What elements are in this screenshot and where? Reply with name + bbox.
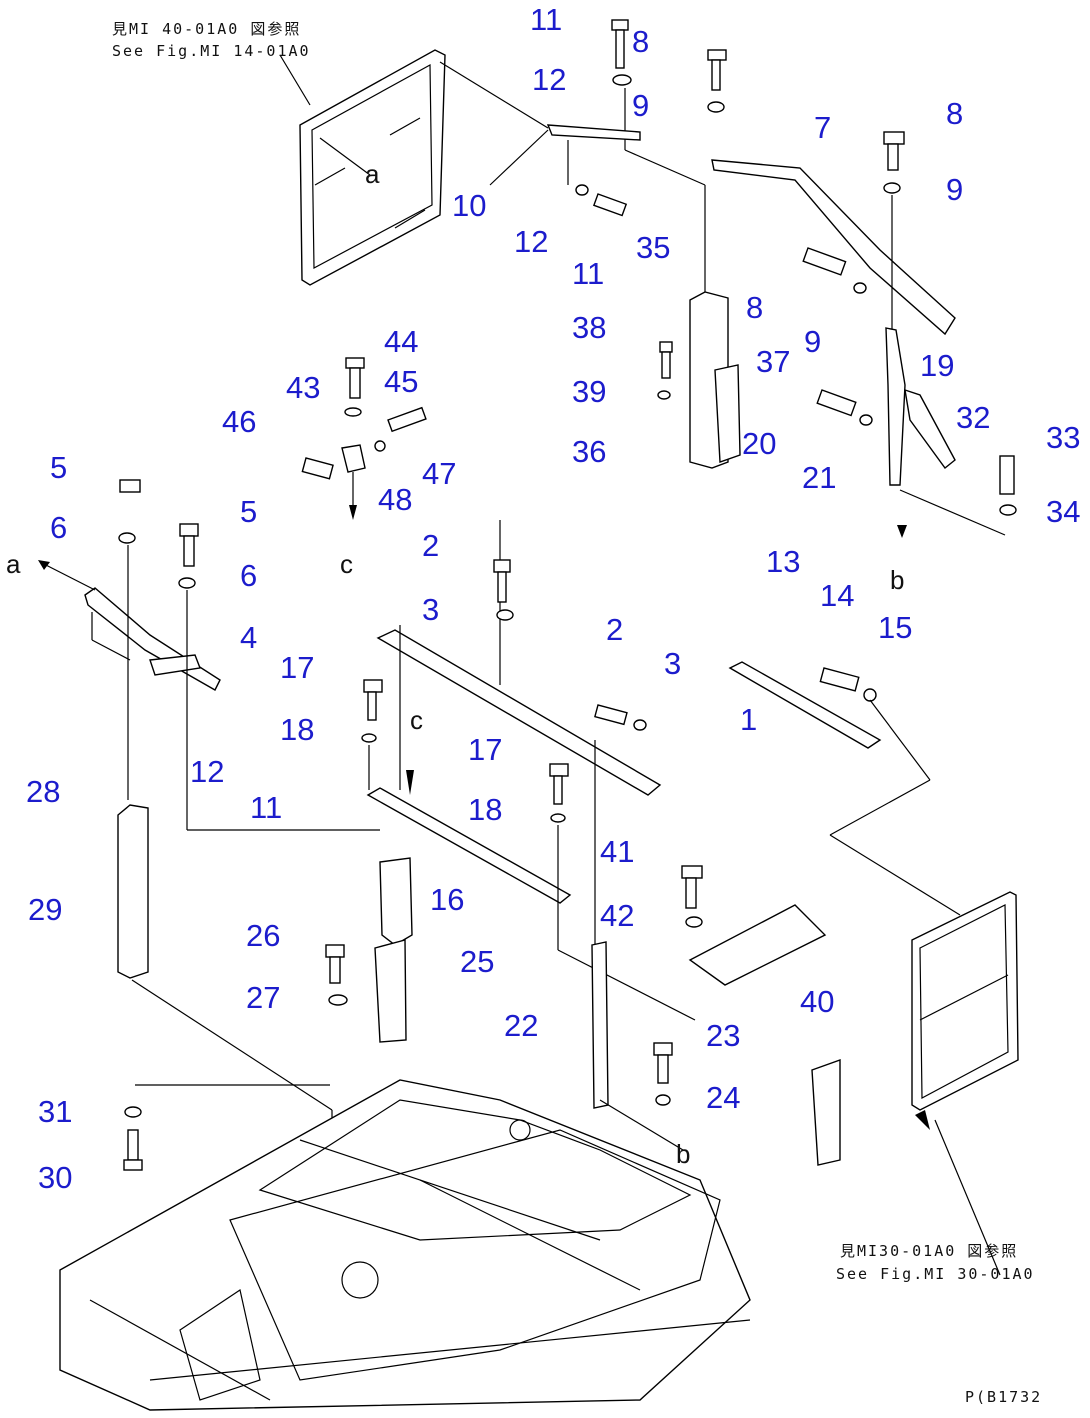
- reference-note-bottom-en: See Fig.MI 30-01A0: [836, 1265, 1035, 1283]
- drawing-code: P(B1732: [965, 1388, 1043, 1406]
- part-callout: 45: [384, 364, 419, 399]
- part-callout: 41: [600, 834, 635, 869]
- reference-note-bottom-jp: 見MI30-01A0 図参照: [840, 1242, 1019, 1260]
- part-callout: 15: [878, 610, 913, 645]
- part-callout: 12: [190, 754, 225, 789]
- part-callout: 12: [532, 62, 567, 97]
- part-callout: 2: [422, 528, 440, 563]
- part-callout: 31: [38, 1094, 73, 1129]
- part-callout: 6: [50, 510, 68, 545]
- part-callout: 9: [946, 172, 964, 207]
- connection-letter: a: [6, 549, 21, 579]
- part-callout: 5: [240, 494, 258, 529]
- part-callout: 6: [240, 558, 258, 593]
- part-callout: 1: [740, 702, 758, 737]
- part-callout: 11: [572, 256, 605, 291]
- part-callout: 18: [280, 712, 315, 747]
- part-callout: 11: [530, 2, 563, 37]
- rail-1: [376, 520, 662, 1010]
- part-callout: 5: [50, 450, 68, 485]
- connection-letter: c: [410, 705, 423, 735]
- part-callout: 29: [28, 892, 63, 927]
- part-callout: 30: [38, 1160, 73, 1195]
- connection-letter: b: [890, 565, 905, 595]
- part-callout: 26: [246, 918, 281, 953]
- main-frame: [59, 1079, 751, 1411]
- part-callout: 23: [706, 1018, 741, 1053]
- part-callout: 28: [26, 774, 61, 809]
- part-callout: 34: [1046, 494, 1081, 529]
- lower-right-panel: [811, 891, 1019, 1276]
- upper-left-panel: [279, 49, 446, 286]
- part-callout: 9: [804, 324, 822, 359]
- part-callout: 3: [422, 592, 440, 627]
- part-callout: 21: [802, 460, 837, 495]
- part-callout: 3: [664, 646, 682, 681]
- reference-note-top-en: See Fig.MI 14-01A0: [112, 42, 311, 60]
- part-callout: 14: [820, 578, 855, 613]
- part-callout: 38: [572, 310, 607, 345]
- part-callout: 16: [430, 882, 465, 917]
- part-callout: 37: [756, 344, 791, 379]
- part-callout: 32: [956, 400, 991, 435]
- part-callout: 17: [280, 650, 315, 685]
- part-callout: 13: [766, 544, 801, 579]
- part-callout: 33: [1046, 420, 1081, 455]
- part-callout: 22: [504, 1008, 539, 1043]
- bolt-group-top: [575, 19, 905, 217]
- part-callout: 4: [240, 620, 258, 655]
- part-callout: 10: [452, 188, 487, 223]
- part-callout: 44: [384, 324, 419, 359]
- part-callout: 27: [246, 980, 281, 1015]
- bracket-43-group: [301, 357, 427, 520]
- part-callout: 48: [378, 482, 413, 517]
- part-callout: 8: [746, 290, 764, 325]
- part-callout: 46: [222, 404, 257, 439]
- connection-letter: a: [365, 159, 380, 189]
- part-callout: 36: [572, 434, 607, 469]
- part-callout: 25: [460, 944, 495, 979]
- part-callout: 2: [606, 612, 624, 647]
- part-callout: 11: [250, 790, 283, 825]
- column-35-36-37: [657, 291, 741, 469]
- part-callout: 24: [706, 1080, 741, 1115]
- part-callout: 19: [920, 348, 955, 383]
- part-callout: 17: [468, 732, 503, 767]
- part-callout: 39: [572, 374, 607, 409]
- part-callout: 7: [814, 110, 832, 145]
- part-callout: 40: [800, 984, 835, 1019]
- part-callout: 8: [632, 24, 650, 59]
- part-callout: 35: [636, 230, 671, 265]
- part-callout: 42: [600, 898, 635, 933]
- part-callout: 20: [742, 426, 777, 461]
- connection-letter: c: [340, 549, 353, 579]
- part-callout: 18: [468, 792, 503, 827]
- part-callout: 8: [946, 96, 964, 131]
- part-callout: 9: [632, 88, 650, 123]
- part-callout: 12: [514, 224, 549, 259]
- part-callout: 47: [422, 456, 457, 491]
- part-callout: 43: [286, 370, 321, 405]
- connection-letter: b: [676, 1139, 691, 1169]
- reference-note-top-jp: 見MI 40-01A0 図参照: [112, 20, 302, 38]
